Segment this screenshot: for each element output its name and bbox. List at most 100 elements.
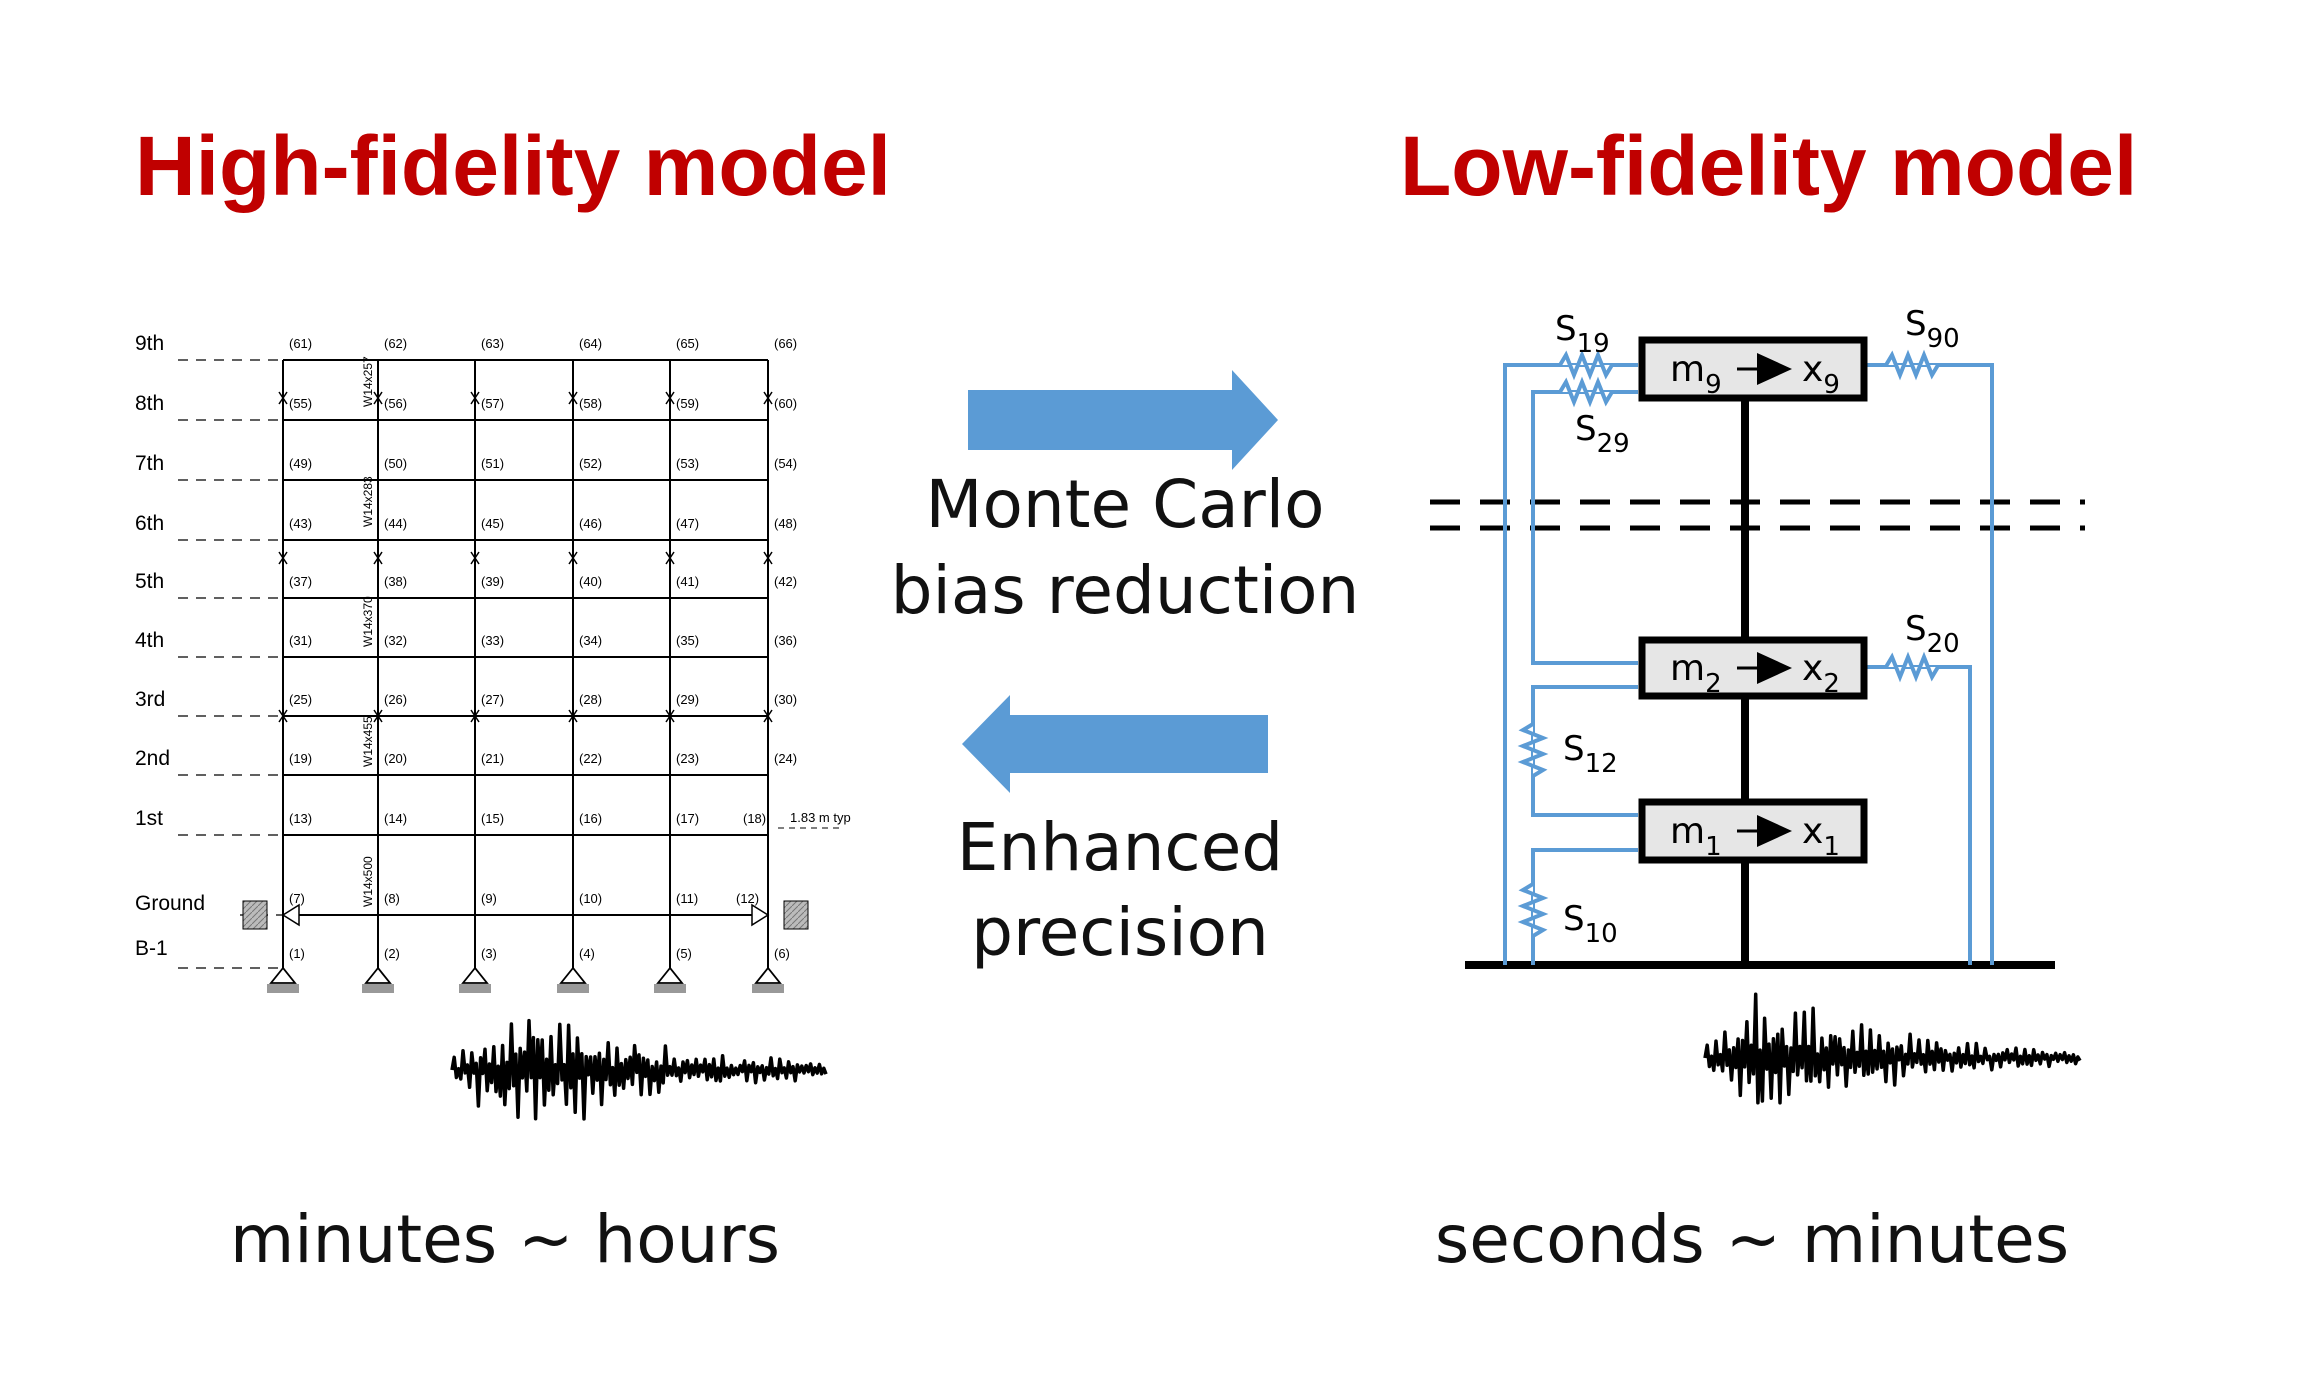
node-label: (2) [384, 946, 400, 961]
splice-marker [568, 391, 578, 405]
pin-support-icon [656, 966, 684, 984]
node-label: (1) [289, 946, 305, 961]
node-label: (36) [774, 633, 797, 648]
pin-support-icon [269, 966, 297, 984]
restraint-block [242, 900, 268, 930]
seismogram-right-icon [1703, 992, 2082, 1105]
splice-marker [373, 709, 383, 723]
backward-label-line2: precision [971, 894, 1269, 971]
node-label: (62) [384, 336, 407, 351]
node-label: (56) [384, 396, 407, 411]
high-fidelity-title: High-fidelity model [135, 119, 891, 213]
node-label: (55) [289, 396, 312, 411]
splice-marker [373, 391, 383, 405]
spring-label-s29: S29 [1575, 409, 1630, 459]
splice-marker [278, 709, 288, 723]
section-label: W14x370 [361, 596, 375, 647]
node-label: (3) [481, 946, 497, 961]
node-label: (46) [579, 516, 602, 531]
spring-s29 [1555, 376, 1618, 408]
node-label: (5) [676, 946, 692, 961]
displacement-label: x9 [1802, 349, 1840, 400]
node-label: (28) [579, 692, 602, 707]
node-label: (66) [774, 336, 797, 351]
typical-height-label: 1.83 m typ [790, 810, 851, 825]
section-label: W14x500 [361, 856, 375, 907]
arrow-left-icon [962, 695, 1268, 793]
node-label: (49) [289, 456, 312, 471]
floor-label: 9th [135, 332, 164, 355]
forward-label-line2: bias reduction [891, 552, 1360, 629]
spring-s20 [1880, 651, 1944, 683]
splice-marker [665, 391, 675, 405]
spring-label-s90: S90 [1905, 304, 1960, 354]
forward-label-line1: Monte Carlo [926, 466, 1325, 543]
node-label: (58) [579, 396, 602, 411]
node-label: (14) [384, 811, 407, 826]
node-label: (16) [579, 811, 602, 826]
node-label: (7) [289, 891, 305, 906]
node-label: (39) [481, 574, 504, 589]
pin-support-icon [461, 966, 489, 984]
floor-label: 8th [135, 392, 164, 415]
section-label: W14x257 [361, 356, 375, 407]
node-label: (22) [579, 751, 602, 766]
node-label: (25) [289, 692, 312, 707]
node-label: (27) [481, 692, 504, 707]
node-label: (26) [384, 692, 407, 707]
section-label: W14x455 [361, 716, 375, 767]
spring-labels: S19 S29 S90 S20 S12 S10 [1555, 304, 1960, 949]
steel-frame-drawing: 9th8th7th6th5th4th3rd2nd1stGroundB-1(61)… [135, 332, 851, 993]
support-base [557, 984, 589, 993]
node-label: (18) [743, 811, 766, 826]
low-fidelity-title: Low-fidelity model [1400, 119, 2137, 213]
support-base [654, 984, 686, 993]
node-label: (8) [384, 891, 400, 906]
node-label: (11) [676, 891, 698, 906]
node-label: (45) [481, 516, 504, 531]
node-label: (44) [384, 516, 407, 531]
backward-label-line1: Enhanced [957, 809, 1283, 886]
spring-s19 [1555, 349, 1618, 381]
spring-s90 [1880, 349, 1944, 381]
roller-support-icon [281, 903, 300, 927]
node-label: (50) [384, 456, 407, 471]
node-label: (20) [384, 751, 407, 766]
arrow-head-icon [1757, 652, 1792, 684]
node-label: (65) [676, 336, 699, 351]
splice-marker [665, 709, 675, 723]
node-label: (42) [774, 574, 797, 589]
forward-arrow [968, 370, 1278, 470]
mass-label: m2 [1670, 648, 1722, 699]
node-label: (17) [676, 811, 699, 826]
splice-marker [373, 551, 383, 565]
springs [1517, 349, 1944, 942]
floor-label: 7th [135, 452, 164, 475]
node-label: (4) [579, 946, 595, 961]
node-label: (48) [774, 516, 797, 531]
node-label: (34) [579, 633, 602, 648]
node-label: (43) [289, 516, 312, 531]
node-label: (64) [579, 336, 602, 351]
node-label: (15) [481, 811, 504, 826]
spring-label-s12: S12 [1563, 729, 1618, 779]
node-label: (35) [676, 633, 699, 648]
floor-label: 2nd [135, 747, 170, 770]
support-base [752, 984, 784, 993]
node-label: (53) [676, 456, 699, 471]
node-label: (47) [676, 516, 699, 531]
node-label: (23) [676, 751, 699, 766]
node-label: (33) [481, 633, 504, 648]
splice-marker [568, 709, 578, 723]
node-label: (61) [289, 336, 312, 351]
support-base [459, 984, 491, 993]
floor-label: Ground [135, 892, 205, 915]
floor-label: 1st [135, 807, 163, 830]
spring-s12 [1517, 718, 1549, 782]
node-label: (40) [579, 574, 602, 589]
node-label: (12) [736, 891, 759, 906]
high-fidelity-time: minutes ~ hours [230, 1201, 780, 1278]
support-base [267, 984, 299, 993]
